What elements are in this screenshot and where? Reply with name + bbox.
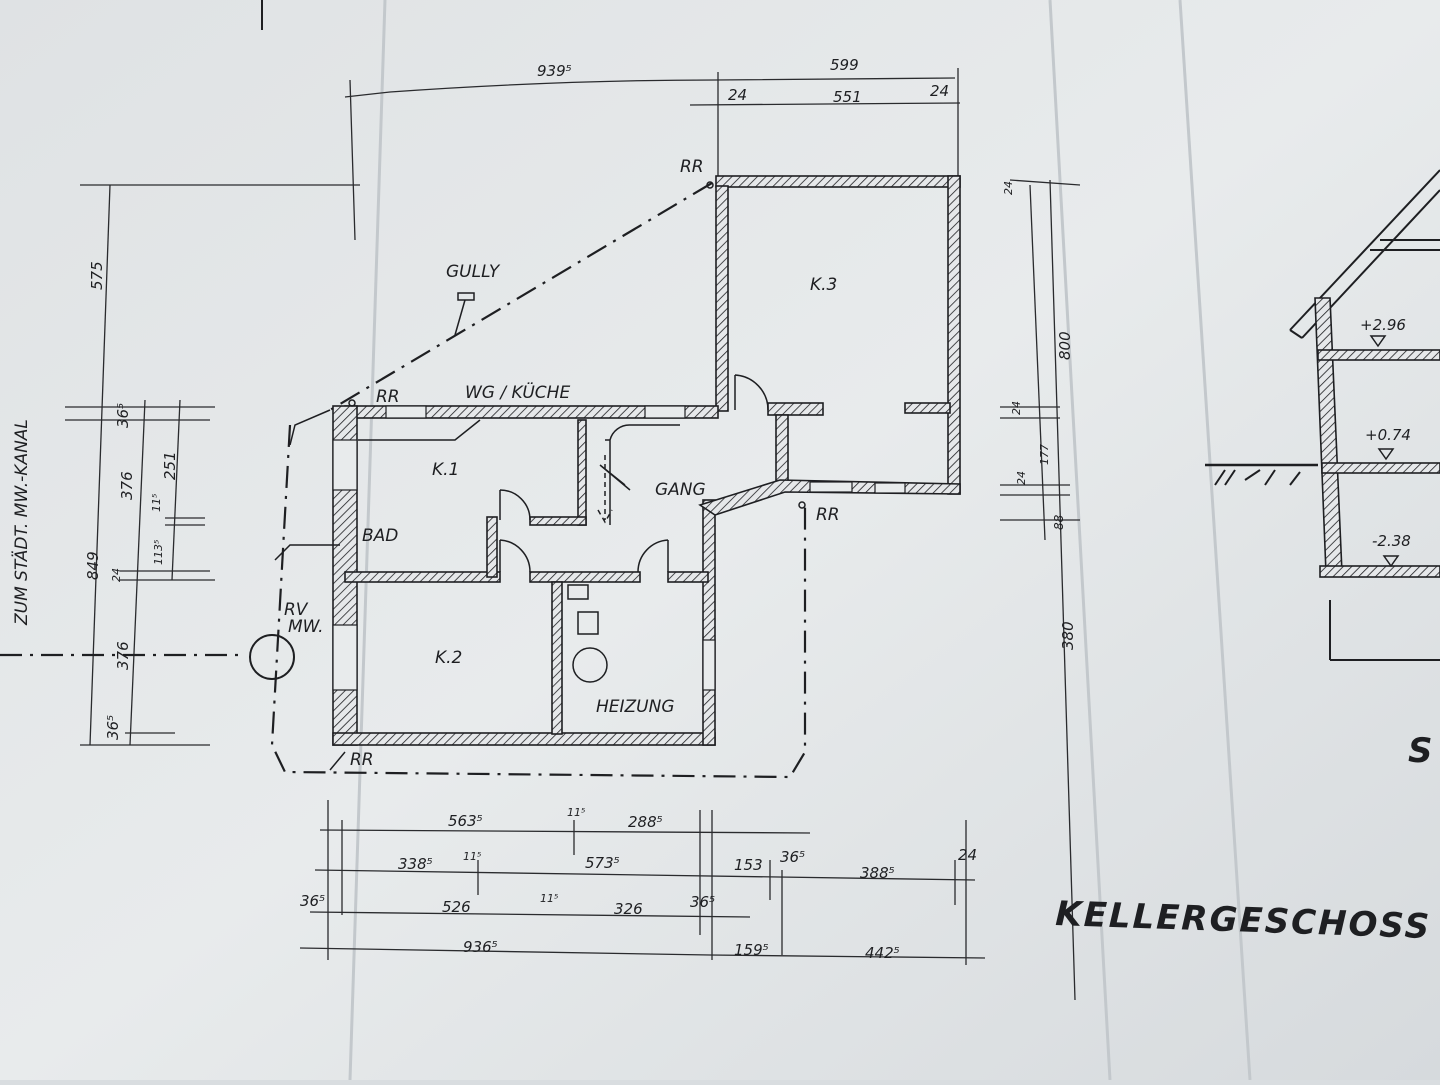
dim-right: 380 bbox=[1059, 621, 1077, 650]
dim-bottom: 11⁵ bbox=[540, 892, 558, 905]
windows bbox=[332, 405, 906, 691]
dim-top: 24 bbox=[728, 86, 747, 104]
label-gully: GULLY bbox=[446, 262, 501, 282]
boundary-dashed-line bbox=[0, 182, 807, 779]
room-label-k3: K.3 bbox=[810, 275, 837, 295]
dim-bottom: 563⁵ bbox=[448, 812, 483, 830]
section-title-partial: S bbox=[1408, 731, 1435, 771]
dimension-labels: 939⁵ 599 24 551 24 575 849 36⁵ 376 251 1… bbox=[84, 56, 1077, 962]
dim-left: 376 bbox=[118, 471, 136, 500]
dim-right: 177 bbox=[1038, 444, 1051, 465]
boiler-fixtures bbox=[567, 584, 608, 683]
label-mw: MW. bbox=[288, 617, 324, 637]
level-label: +2.96 bbox=[1360, 316, 1406, 334]
room-label-gang: GANG bbox=[655, 480, 706, 500]
dim-bottom: 36⁵ bbox=[300, 892, 325, 910]
dim-top: 599 bbox=[830, 56, 859, 74]
label-rr: RR bbox=[680, 157, 704, 177]
label-rr: RR bbox=[816, 505, 840, 525]
dim-left: 11⁵ bbox=[150, 494, 163, 512]
dim-right: 88 bbox=[1052, 514, 1066, 530]
level-label: +0.74 bbox=[1365, 426, 1411, 444]
dim-left: 36⁵ bbox=[104, 715, 122, 740]
dim-right: 24 bbox=[1002, 181, 1015, 195]
level-label: -2.38 bbox=[1372, 532, 1411, 550]
building-section: +2.96 +0.74 -2.38 bbox=[1205, 169, 1440, 661]
dim-left: 849 bbox=[84, 551, 102, 580]
dim-right: 800 bbox=[1056, 331, 1074, 360]
dim-right: 24 bbox=[1015, 471, 1028, 485]
dim-left: 251 bbox=[161, 451, 179, 480]
dim-left: 376 bbox=[114, 641, 132, 670]
dim-bottom: 288⁵ bbox=[628, 813, 663, 831]
dim-bottom: 338⁵ bbox=[398, 855, 433, 873]
dim-left: 36⁵ bbox=[114, 403, 132, 428]
dim-top: 551 bbox=[833, 88, 862, 106]
dim-left: 113⁵ bbox=[152, 540, 165, 565]
dimension-lines bbox=[65, 68, 1081, 1001]
dim-bottom: 573⁵ bbox=[585, 854, 620, 872]
dim-top: 24 bbox=[930, 82, 949, 100]
dim-bottom: 442⁵ bbox=[865, 944, 900, 962]
dim-bottom: 159⁵ bbox=[734, 941, 769, 959]
label-rr: RR bbox=[350, 750, 374, 770]
label-rv: RV bbox=[284, 600, 309, 620]
gully-icon bbox=[454, 292, 475, 336]
dim-bottom: 153 bbox=[734, 856, 763, 874]
dim-bottom: 326 bbox=[614, 900, 643, 918]
room-label-heizung: HEIZUNG bbox=[596, 697, 675, 717]
dim-bottom: 388⁵ bbox=[860, 864, 895, 882]
label-wg-kueche: WG / KÜCHE bbox=[465, 381, 570, 403]
dim-bottom: 36⁵ bbox=[690, 893, 715, 911]
paper-folds bbox=[348, 0, 1252, 1081]
label-rr: RR bbox=[376, 387, 400, 407]
rv-manhole-icon bbox=[249, 634, 295, 680]
doors bbox=[274, 374, 769, 573]
room-label-k1: K.1 bbox=[432, 460, 459, 480]
dim-bottom: 526 bbox=[442, 898, 471, 916]
dim-left: 24 bbox=[110, 568, 123, 582]
dim-bottom: 24 bbox=[958, 846, 977, 864]
downpipe-icons bbox=[329, 181, 806, 771]
room-label-k2: K.2 bbox=[435, 648, 462, 668]
dim-right: 24 bbox=[1010, 401, 1023, 415]
dim-left: 575 bbox=[88, 261, 106, 290]
dim-top: 939⁵ bbox=[537, 62, 572, 80]
room-label-bad: BAD bbox=[362, 526, 398, 546]
label-kanal: ZUM STÄDT. MW.-KANAL bbox=[11, 419, 32, 626]
dim-bottom: 36⁵ bbox=[780, 848, 805, 866]
dim-bottom: 936⁵ bbox=[463, 938, 498, 956]
dim-bottom: 11⁵ bbox=[567, 806, 585, 819]
dim-bottom: 11⁵ bbox=[463, 850, 481, 863]
